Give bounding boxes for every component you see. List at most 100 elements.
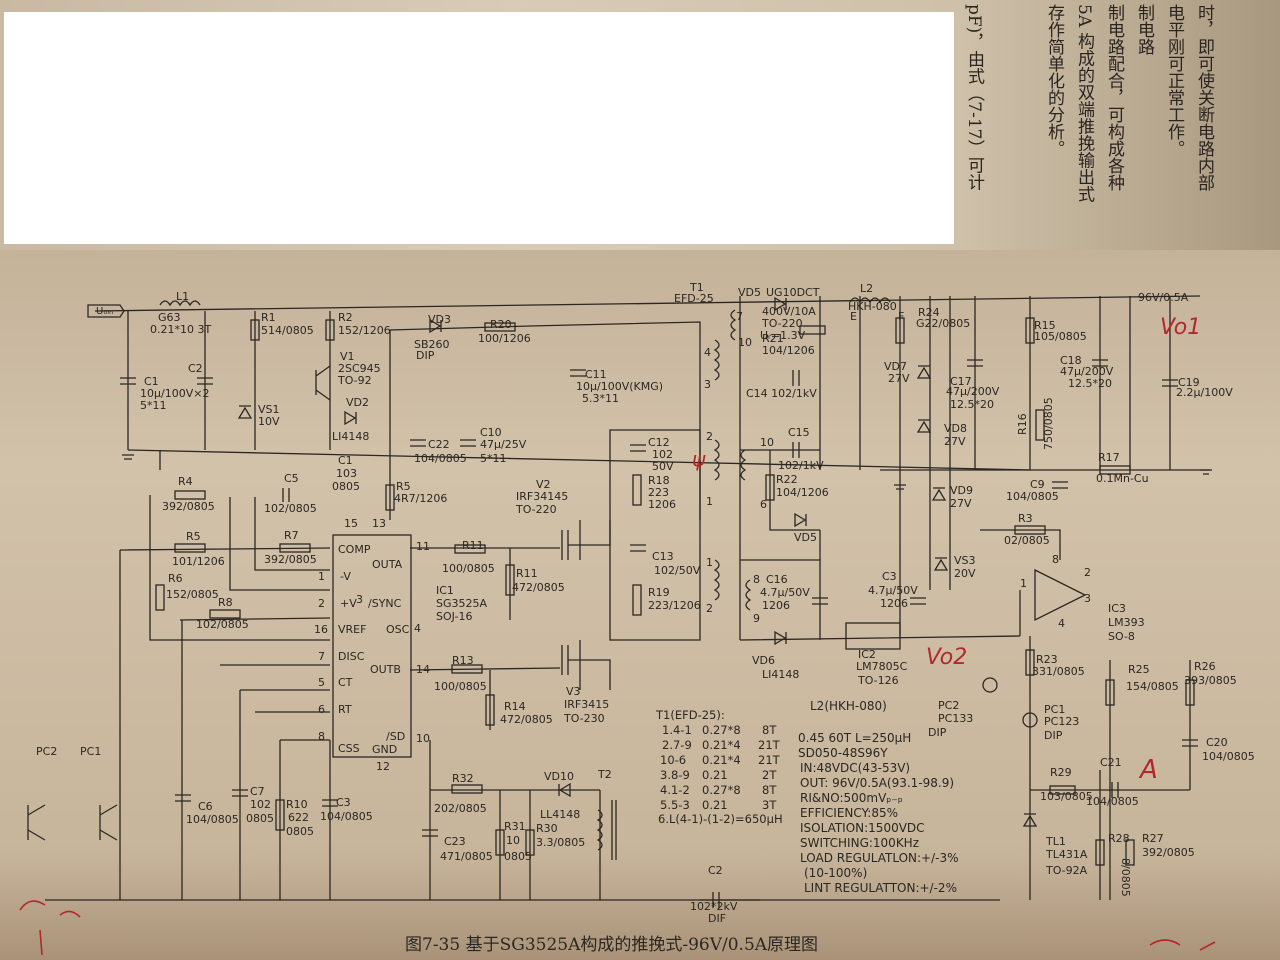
label-r13: R13	[452, 654, 474, 667]
label-vd3-pkg: DIP	[416, 349, 435, 362]
label-ic3: IC3	[1108, 602, 1126, 615]
label-r24: R24	[918, 306, 940, 319]
label-ic3-part: LM393	[1108, 616, 1145, 629]
label-r1: R1	[261, 311, 276, 324]
label-c18: C18	[1060, 354, 1082, 367]
resistor-r22-icon	[765, 474, 775, 501]
resistor-r17-icon	[1099, 465, 1131, 475]
label-c15-val: 102/1kV	[778, 459, 824, 472]
ic1-pin-disc: DISC	[338, 650, 365, 663]
label-c12-val: 102	[652, 448, 673, 461]
label-vd5-spec: 400V/10A	[762, 305, 816, 318]
mosfet-v3-icon	[561, 645, 611, 690]
svg-text:3.8-9: 3.8-9	[660, 768, 690, 782]
resistor-r26-icon	[1185, 679, 1195, 706]
label-c7-val: 102	[250, 798, 271, 811]
label-tl1: TL1	[1045, 835, 1066, 848]
label-v2-part: IRF34145	[516, 490, 568, 503]
label-r15-val: 105/0805	[1034, 330, 1087, 343]
capacitor-c7-icon	[232, 789, 248, 797]
label-vd9: VD9	[950, 484, 973, 497]
pin-14: 14	[416, 663, 430, 676]
label-r3: R3	[1018, 512, 1033, 525]
svg-text:0.21: 0.21	[702, 768, 728, 782]
label-r13-val: 100/0805	[434, 680, 487, 693]
resistor-r5b-icon	[385, 484, 395, 511]
label-vd10-part: LL4148	[540, 808, 580, 821]
label-vd8: VD8	[944, 422, 967, 435]
ic3-pin-4: 4	[1058, 617, 1065, 630]
t1-table-row: 5.5-3 0.21 3T	[660, 798, 777, 812]
resistor-r6-icon	[155, 584, 165, 611]
handwritten-a: A	[1138, 755, 1158, 785]
optocoupler-pc2-led-icon	[982, 677, 998, 693]
label-r32-val: 202/0805	[434, 802, 487, 815]
pin-16: 16	[314, 623, 328, 636]
svg-text:21T: 21T	[758, 753, 781, 767]
ic1-pin-sync: /SYNC	[368, 597, 402, 610]
label-r27: R27	[1142, 832, 1164, 845]
tl431-icon	[1022, 813, 1038, 827]
label-r18-pkg: 1206	[648, 498, 676, 511]
t1-table-row: 3.8-9 0.21 2T	[660, 768, 777, 782]
resistor-r24-icon	[895, 317, 905, 344]
t1-pin-4: 4	[704, 346, 711, 359]
t1-pin-9: 9	[753, 612, 760, 625]
label-r25: R25	[1128, 663, 1150, 676]
ic1-pin-gnd: GND	[372, 743, 397, 756]
pin-4: 4	[414, 622, 421, 635]
label-vd5-pkg: TO-220	[761, 317, 803, 330]
ic1-pin-osc: OSC	[386, 623, 410, 636]
label-r11: R11	[462, 539, 484, 552]
ic1-pin-ct: CT	[338, 676, 353, 689]
label-c1b-pkg: 0805	[332, 480, 360, 493]
label-vd10: VD10	[544, 770, 574, 783]
label-c17: C17	[950, 375, 972, 388]
label-r20-val: 100/1206	[478, 332, 531, 345]
label-c7-pkg: 0805	[246, 812, 274, 825]
label-c9: C9	[1030, 478, 1045, 491]
label-pc1b-part: PC123	[1044, 715, 1079, 728]
label-r16: R16	[1016, 413, 1029, 435]
label-r21: R21	[762, 332, 784, 345]
capacitor-c10-icon	[460, 439, 476, 447]
diode-vd6-icon	[774, 630, 787, 646]
label-r19-val: 223/1206	[648, 599, 701, 612]
inductor-l2-icon	[849, 297, 891, 304]
zener-vd9-icon	[931, 487, 947, 501]
label-r26-val: 393/0805	[1184, 674, 1237, 687]
capacitor-c14-icon	[792, 370, 800, 386]
resistor-r8-icon	[209, 609, 241, 619]
svg-text:5.5-3: 5.5-3	[660, 798, 690, 812]
spec-line: 0.45 60T L=250μH	[798, 731, 911, 745]
pin-1: 1	[318, 570, 325, 583]
label-pc1b: PC1	[1044, 703, 1065, 716]
input-label: U₀ᵢₙ	[96, 306, 113, 317]
label-v3-part: IRF3415	[564, 698, 609, 711]
resistor-r18-icon	[632, 474, 642, 506]
diode-vd5b-icon	[794, 512, 807, 528]
capacitor-c22-icon	[410, 439, 426, 447]
ic1-pin-minus: -V	[340, 570, 351, 583]
zener-vd7-icon	[916, 365, 932, 379]
handwritten-mark-icon	[19, 900, 1216, 956]
label-c11: C11	[585, 368, 607, 381]
label-r8-val: 102/0805	[196, 618, 249, 631]
label-c21: C21	[1100, 756, 1122, 769]
label-r3-val: 02/0805	[1004, 534, 1050, 547]
capacitor-c16-icon	[812, 597, 828, 605]
page-text-column: 制电路配合，可构成各种	[1104, 4, 1124, 191]
pin-12: 12	[376, 760, 390, 773]
label-vs1: VS1	[258, 403, 280, 416]
label-c3b-val: 104/0805	[320, 810, 373, 823]
label-c20: C20	[1206, 736, 1228, 749]
spec-block: L2(HKH-080) 0.45 60T L=250μH SD050-48S96…	[798, 699, 959, 895]
label-t2: T2	[597, 768, 612, 781]
label-l1-spec2: 0.21*10 3T	[150, 323, 211, 336]
label-c16-pkg: 1206	[762, 599, 790, 612]
label-c3: C3	[882, 570, 897, 583]
l2-pin-e: E	[850, 310, 857, 323]
t1-pin-2: 2	[706, 430, 713, 443]
spec-line: LINT REGULATTON:+/-2%	[804, 881, 957, 895]
label-r30: R30	[536, 822, 558, 835]
